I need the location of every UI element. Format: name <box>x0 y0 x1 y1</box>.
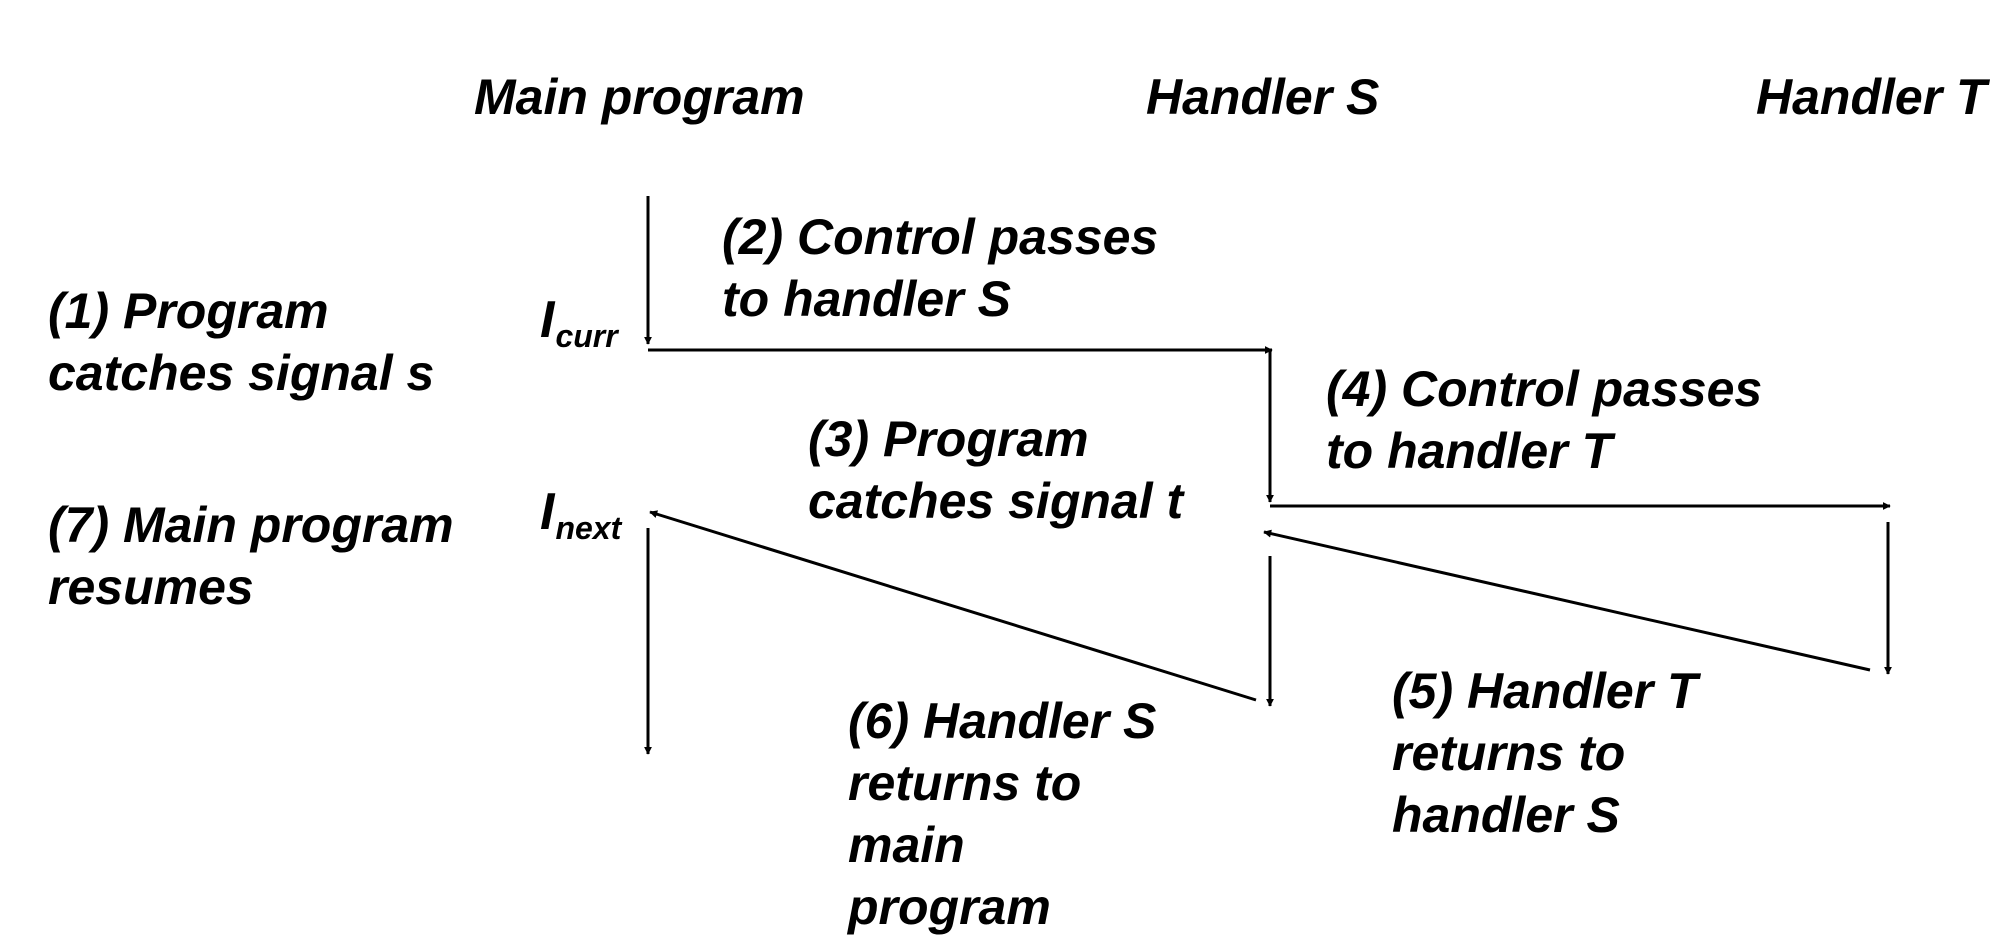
header-handler-t: Handler T <box>1756 69 1987 125</box>
step-5-line-1: (5) Handler T <box>1392 663 1698 719</box>
step-6-line-2: returns to <box>848 755 1082 811</box>
step-7-line-2: resumes <box>48 559 254 615</box>
step-1-line-2: catches signal s <box>48 345 435 401</box>
step-6-line-3: main <box>848 817 965 873</box>
step-5-label: (5) Handler T returns to handler S <box>1392 660 1698 846</box>
step-6-line-4: program <box>848 879 1051 935</box>
arrow-s-returns-to-main <box>649 510 1257 702</box>
instruction-next-base: I <box>540 483 555 541</box>
step-3-line-1: (3) Program <box>808 411 1089 467</box>
arrow-t-returns-to-s <box>1263 529 1871 672</box>
step-5-line-3: handler S <box>1392 787 1620 843</box>
instruction-curr-sub: curr <box>555 318 618 354</box>
instruction-next: Inext <box>540 486 621 544</box>
step-4-line-2: to handler T <box>1326 423 1613 479</box>
step-2-label: (2) Control passes to handler S <box>722 206 1158 330</box>
instruction-curr: Icurr <box>540 294 618 352</box>
instruction-curr-base: I <box>540 291 555 349</box>
step-6-line-1: (6) Handler S <box>848 693 1157 749</box>
step-2-line-1: (2) Control passes <box>722 209 1159 265</box>
step-2-line-2: to handler S <box>722 271 1011 327</box>
instruction-next-sub: next <box>555 510 622 546</box>
step-7-line-1: (7) Main program <box>48 497 454 553</box>
step-1-label: (1) Program catches signal s <box>48 280 434 404</box>
step-1-line-1: (1) Program <box>48 283 329 339</box>
step-4-line-1: (4) Control passes <box>1326 361 1763 417</box>
step-3-label: (3) Program catches signal t <box>808 408 1183 532</box>
step-3-line-2: catches signal t <box>808 473 1184 529</box>
header-handler-s: Handler S <box>1146 69 1380 125</box>
step-6-label: (6) Handler S returns to main program <box>848 690 1156 938</box>
step-7-label: (7) Main program resumes <box>48 494 454 618</box>
step-5-line-2: returns to <box>1392 725 1626 781</box>
header-main-program: Main program <box>474 69 805 125</box>
step-4-label: (4) Control passes to handler T <box>1326 358 1762 482</box>
